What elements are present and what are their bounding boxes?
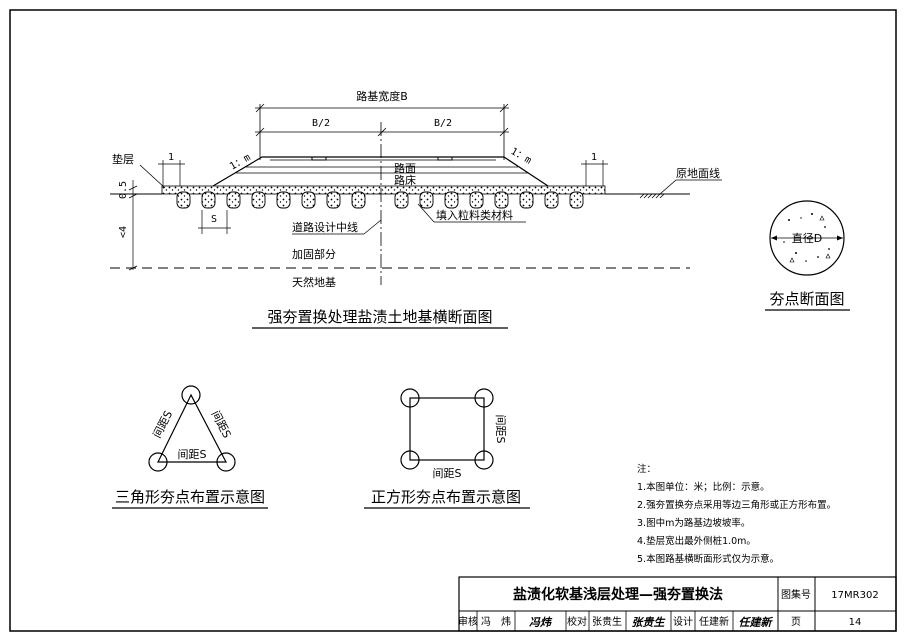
half-width-right-label: B/2 (434, 118, 452, 129)
roadbed-label: 路床 (394, 173, 416, 187)
point-section-title: 夯点断面图 (769, 290, 844, 308)
note-5: 5.本图路基横断面形式仅为示意。 (637, 553, 779, 565)
square-layout-title: 正方形夯点布置示意图 (371, 488, 521, 506)
cushion-layer (161, 185, 606, 195)
diameter-label: 直径D (792, 231, 822, 245)
square-point-bottom-left (400, 450, 420, 470)
title-block: 盐渍化软基浅层处理—强夯置换法 图集号 17MR302 审核 冯 炜 冯炜 校对… (458, 576, 897, 632)
pad-width-right-label: 1 (591, 152, 597, 163)
triangle-point-top (181, 385, 201, 405)
embankment-outline (212, 156, 549, 187)
square-point-top-left (400, 388, 420, 408)
triangle-point-right (216, 452, 236, 472)
square-outline (409, 397, 485, 461)
original-ground-label: 原地面线 (676, 166, 720, 180)
reviewer-signature: 冯炜 (529, 616, 553, 629)
square-right-spacing-label: 间距S (494, 415, 507, 444)
square-point-bottom-right (474, 450, 494, 470)
spacing-dim-label: S (211, 214, 217, 225)
triangle-bottom-spacing-label: 间距S (178, 448, 207, 461)
triangle-layout-drawing: 间距S 间距S 间距S 三角形夯点布置示意图 (112, 385, 268, 509)
reinforced-label: 加固部分 (292, 247, 336, 261)
dim-05-label: 0.5 (118, 181, 129, 199)
square-layout-drawing: 间距S 间距S 正方形夯点布置示意图 (364, 388, 530, 509)
square-bottom-spacing-label: 间距S (433, 467, 462, 480)
page-number: 14 (849, 617, 862, 628)
natural-base-label: 天然地基 (292, 275, 336, 289)
design-label: 设计 (673, 615, 693, 628)
sheet-border (9, 9, 897, 632)
triangle-point-left (148, 452, 168, 472)
note-1: 1.本图单位：米；比例：示意。 (637, 481, 770, 493)
square-point-top-right (474, 388, 494, 408)
cross-section-drawing: 路基宽度B B/2 B/2 路面 路床 1：m 1：m (110, 89, 722, 329)
note-2: 2.强夯置换夯点采用等边三角形或正方形布置。 (637, 499, 836, 511)
review-label: 审核 (458, 615, 478, 628)
drawing-title: 盐渍化软基浅层处理—强夯置换法 (513, 586, 723, 603)
checker-name: 张贵生 (592, 615, 622, 628)
atlas-number: 17MR302 (831, 590, 878, 601)
checker-signature: 张贵生 (632, 616, 666, 629)
reviewer-name: 冯 炜 (481, 615, 511, 628)
triangle-outline (157, 393, 227, 463)
note-3: 3.图中m为路基边坡坡率。 (637, 517, 750, 529)
half-width-left-label: B/2 (312, 118, 330, 129)
pad-width-left-label: 1 (168, 152, 174, 163)
designer-name: 任建新 (699, 615, 729, 628)
designer-signature: 任建新 (739, 616, 774, 629)
notes-heading: 注： (637, 463, 656, 475)
triangle-layout-title: 三角形夯点布置示意图 (115, 488, 265, 506)
compaction-columns (176, 191, 584, 209)
centerline-label: 道路设计中线 (292, 220, 358, 234)
cross-section-title: 强夯置换处理盐渍土地基横断面图 (267, 308, 492, 326)
slope-right-label: 1：m (509, 146, 534, 167)
cushion-label: 垫层 (112, 152, 134, 166)
dim-depth-label: <4 (118, 226, 129, 238)
notes-block: 注： 1.本图单位：米；比例：示意。 2.强夯置换夯点采用等边三角形或正方形布置… (637, 463, 836, 565)
page-label: 页 (791, 616, 801, 628)
note-4: 4.垫层宽出最外侧桩1.0m。 (637, 535, 756, 547)
atlas-label: 图集号 (781, 588, 811, 601)
point-section-drawing: 直径D 夯点断面图 (765, 200, 850, 311)
roadbed-width-label: 路基宽度B (356, 89, 408, 103)
check-label: 校对 (567, 615, 587, 628)
fill-material-label: 填入粒料类材料 (436, 208, 513, 222)
pavement-label: 路面 (394, 162, 416, 175)
